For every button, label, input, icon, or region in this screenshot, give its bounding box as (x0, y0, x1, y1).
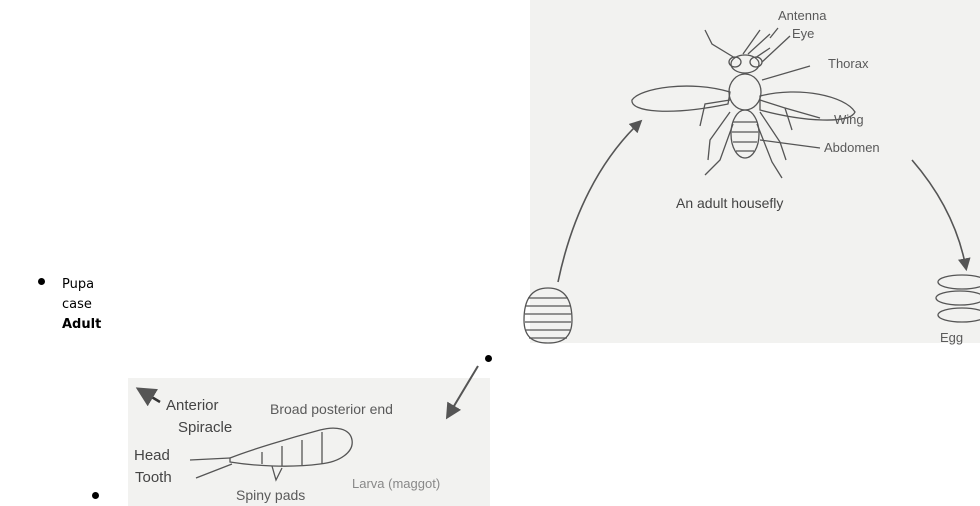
label-spiracle: Spiracle (178, 419, 232, 436)
label-larva: Larva (maggot) (352, 476, 440, 491)
arrow-pupa-to-adult (558, 122, 640, 282)
arrow-to-pupa (448, 366, 478, 416)
label-adult-housefly: An adult housefly (676, 195, 783, 211)
eggs-icon (936, 275, 980, 322)
label-anterior: Anterior (166, 397, 219, 414)
pupa-case-icon (524, 288, 572, 343)
housefly-icon (632, 28, 855, 178)
label-broad-posterior-end: Broad posterior end (270, 401, 393, 417)
arrow-anterior (140, 390, 160, 402)
arrow-adult-to-eggs (912, 160, 966, 268)
label-spiny-pads: Spiny pads (236, 487, 305, 503)
label-eye: Eye (792, 26, 814, 41)
label-tooth: Tooth (135, 469, 172, 486)
label-thorax: Thorax (828, 56, 869, 71)
label-antenna: Antenna (778, 8, 827, 23)
label-head: Head (134, 447, 170, 464)
label-eggs: Egg (940, 330, 963, 345)
label-abdomen: Abdomen (824, 140, 880, 155)
label-wing: Wing (834, 112, 864, 127)
